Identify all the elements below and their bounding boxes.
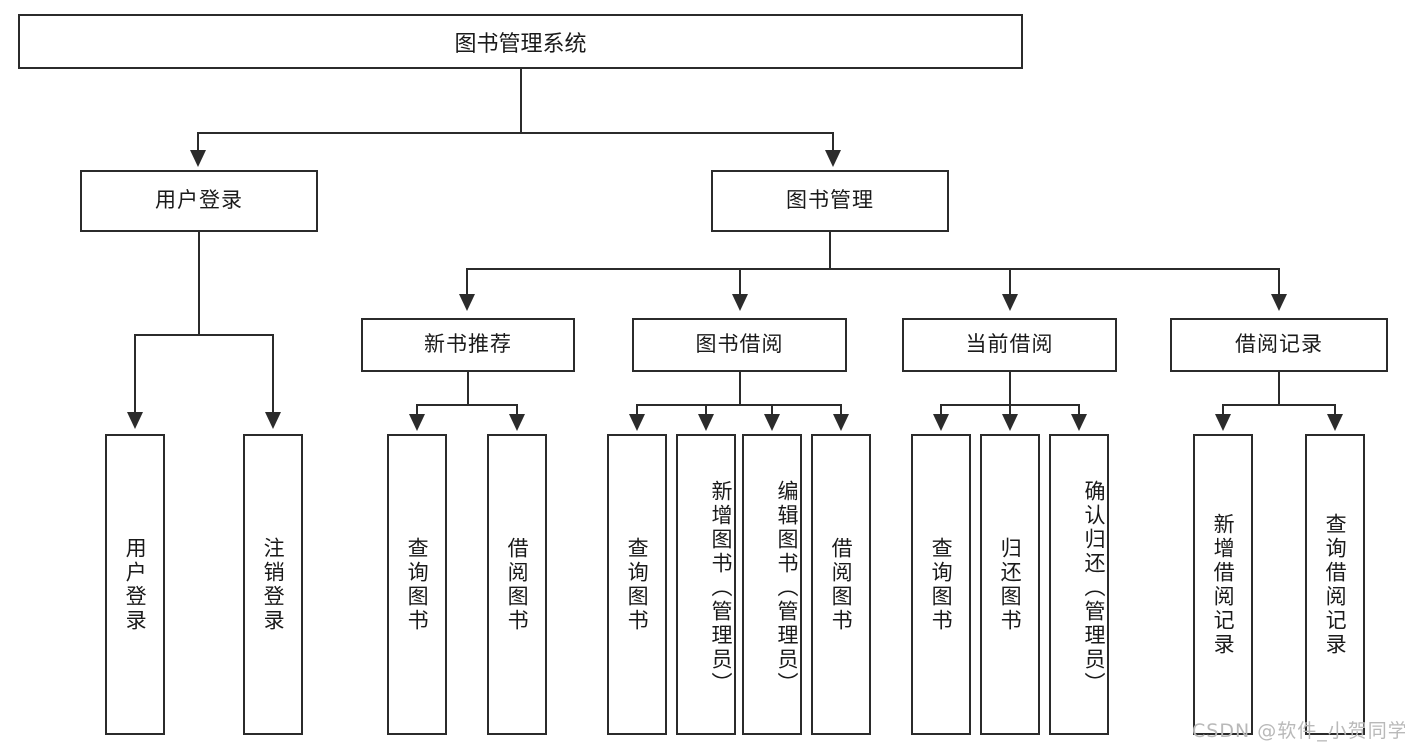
arrowhead-cb-leaf-2 [1002,414,1018,431]
leaf-label: 归还图书 [998,536,1023,633]
arrowhead-bm-to-new-book [459,294,475,311]
node-root-book-management-system[interactable]: 图书管理系统 [18,14,1023,69]
connector-cb-stem [1009,372,1011,406]
node-current-borrow[interactable]: 当前借阅 [902,318,1117,372]
leaf-current-borrow-3[interactable]: 确认归还（管理员） [1049,434,1109,735]
arrowhead-bb-leaf-2 [698,414,714,431]
leaf-label: 确认归还（管理员） [1082,479,1106,696]
arrowhead-root-to-user-login [190,150,206,167]
leaf-book-borrow-1[interactable]: 查询图书 [607,434,667,735]
connector-book-management-stem [829,232,831,270]
leaf-new-book-recommend-2[interactable]: 借阅图书 [487,434,547,735]
connector-cb-to-leaf-2 [1009,404,1011,416]
leaf-label: 新增图书（管理员） [709,479,733,696]
arrowhead-br-leaf-2 [1327,414,1343,431]
arrowhead-root-to-book-management [825,150,841,167]
connector-root-to-book-management [832,132,834,152]
connector-nbr-stem [467,372,469,406]
node-book-management[interactable]: 图书管理 [711,170,949,232]
leaf-book-borrow-3[interactable]: 编辑图书（管理员） [742,434,802,735]
connector-br-to-leaf-2 [1334,404,1336,416]
connector-bm-to-current-borrow [1009,268,1011,296]
arrowhead-cb-leaf-1 [933,414,949,431]
arrowhead-bm-to-book-borrow [732,294,748,311]
connector-br-to-leaf-1 [1222,404,1224,416]
arrowhead-nbr-leaf-2 [509,414,525,431]
connector-root-to-user-login [197,132,199,152]
connector-nbr-to-leaf-1 [416,404,418,416]
node-label: 图书管理 [786,188,874,213]
connector-user-login-to-leaf-1 [134,334,136,414]
connector-nbr-to-leaf-2 [516,404,518,416]
leaf-label: 借阅图书 [829,536,854,633]
leaf-current-borrow-2[interactable]: 归还图书 [980,434,1040,735]
leaf-book-borrow-2[interactable]: 新增图书（管理员） [676,434,736,735]
connector-bb-to-leaf-4 [840,404,842,416]
connector-br-split-bar [1222,404,1336,406]
arrowhead-bm-to-borrow-record [1271,294,1287,311]
leaf-label: 注销登录 [261,536,286,633]
leaf-borrow-record-1[interactable]: 新增借阅记录 [1193,434,1253,735]
connector-bm-to-book-borrow [739,268,741,296]
leaf-borrow-record-2[interactable]: 查询借阅记录 [1305,434,1365,735]
connector-root-stem [520,69,522,133]
leaf-label: 查询借阅记录 [1323,512,1348,657]
leaf-user-login-1[interactable]: 用户登录 [105,434,165,735]
connector-cb-to-leaf-3 [1078,404,1080,416]
connector-bb-split-bar [636,404,842,406]
connector-bb-stem [739,372,741,406]
node-label: 借阅记录 [1235,332,1323,357]
leaf-label: 编辑图书（管理员） [775,479,799,696]
node-new-book-recommend[interactable]: 新书推荐 [361,318,575,372]
connector-bm-to-new-book [466,268,468,296]
connector-bb-to-leaf-1 [636,404,638,416]
leaf-new-book-recommend-1[interactable]: 查询图书 [387,434,447,735]
node-label: 当前借阅 [965,332,1054,357]
arrowhead-bm-to-current-borrow [1002,294,1018,311]
leaf-label: 查询图书 [929,536,954,633]
arrowhead-user-login-leaf-2 [265,412,281,429]
arrowhead-bb-leaf-3 [764,414,780,431]
arrowhead-nbr-leaf-1 [409,414,425,431]
arrowhead-br-leaf-1 [1215,414,1231,431]
arrowhead-cb-leaf-3 [1071,414,1087,431]
connector-root-split-bar [197,132,834,134]
leaf-label: 借阅图书 [505,536,530,633]
connector-bm-to-borrow-record [1278,268,1280,296]
leaf-label: 新增借阅记录 [1211,512,1236,657]
leaf-label: 查询图书 [405,536,430,633]
connector-book-management-split-bar [466,268,1280,270]
connector-cb-to-leaf-1 [940,404,942,416]
leaf-current-borrow-1[interactable]: 查询图书 [911,434,971,735]
connector-user-login-stem [198,232,200,336]
leaf-label: 用户登录 [123,536,148,633]
connector-user-login-to-leaf-2 [272,334,274,414]
node-borrow-record[interactable]: 借阅记录 [1170,318,1388,372]
connector-bb-to-leaf-2 [705,404,707,416]
node-user-login[interactable]: 用户登录 [80,170,318,232]
node-label: 图书管理系统 [454,31,587,57]
arrowhead-bb-leaf-1 [629,414,645,431]
connector-user-login-split-bar [134,334,272,336]
arrowhead-bb-leaf-4 [833,414,849,431]
node-label: 图书借阅 [695,332,784,357]
connector-bb-to-leaf-3 [771,404,773,416]
connector-nbr-split-bar [416,404,518,406]
connector-br-stem [1278,372,1280,406]
node-label: 用户登录 [155,188,243,213]
leaf-user-login-2[interactable]: 注销登录 [243,434,303,735]
leaf-label: 查询图书 [625,536,650,633]
node-label: 新书推荐 [424,332,512,357]
arrowhead-user-login-leaf-1 [127,412,143,429]
leaf-book-borrow-4[interactable]: 借阅图书 [811,434,871,735]
node-book-borrow[interactable]: 图书借阅 [632,318,847,372]
